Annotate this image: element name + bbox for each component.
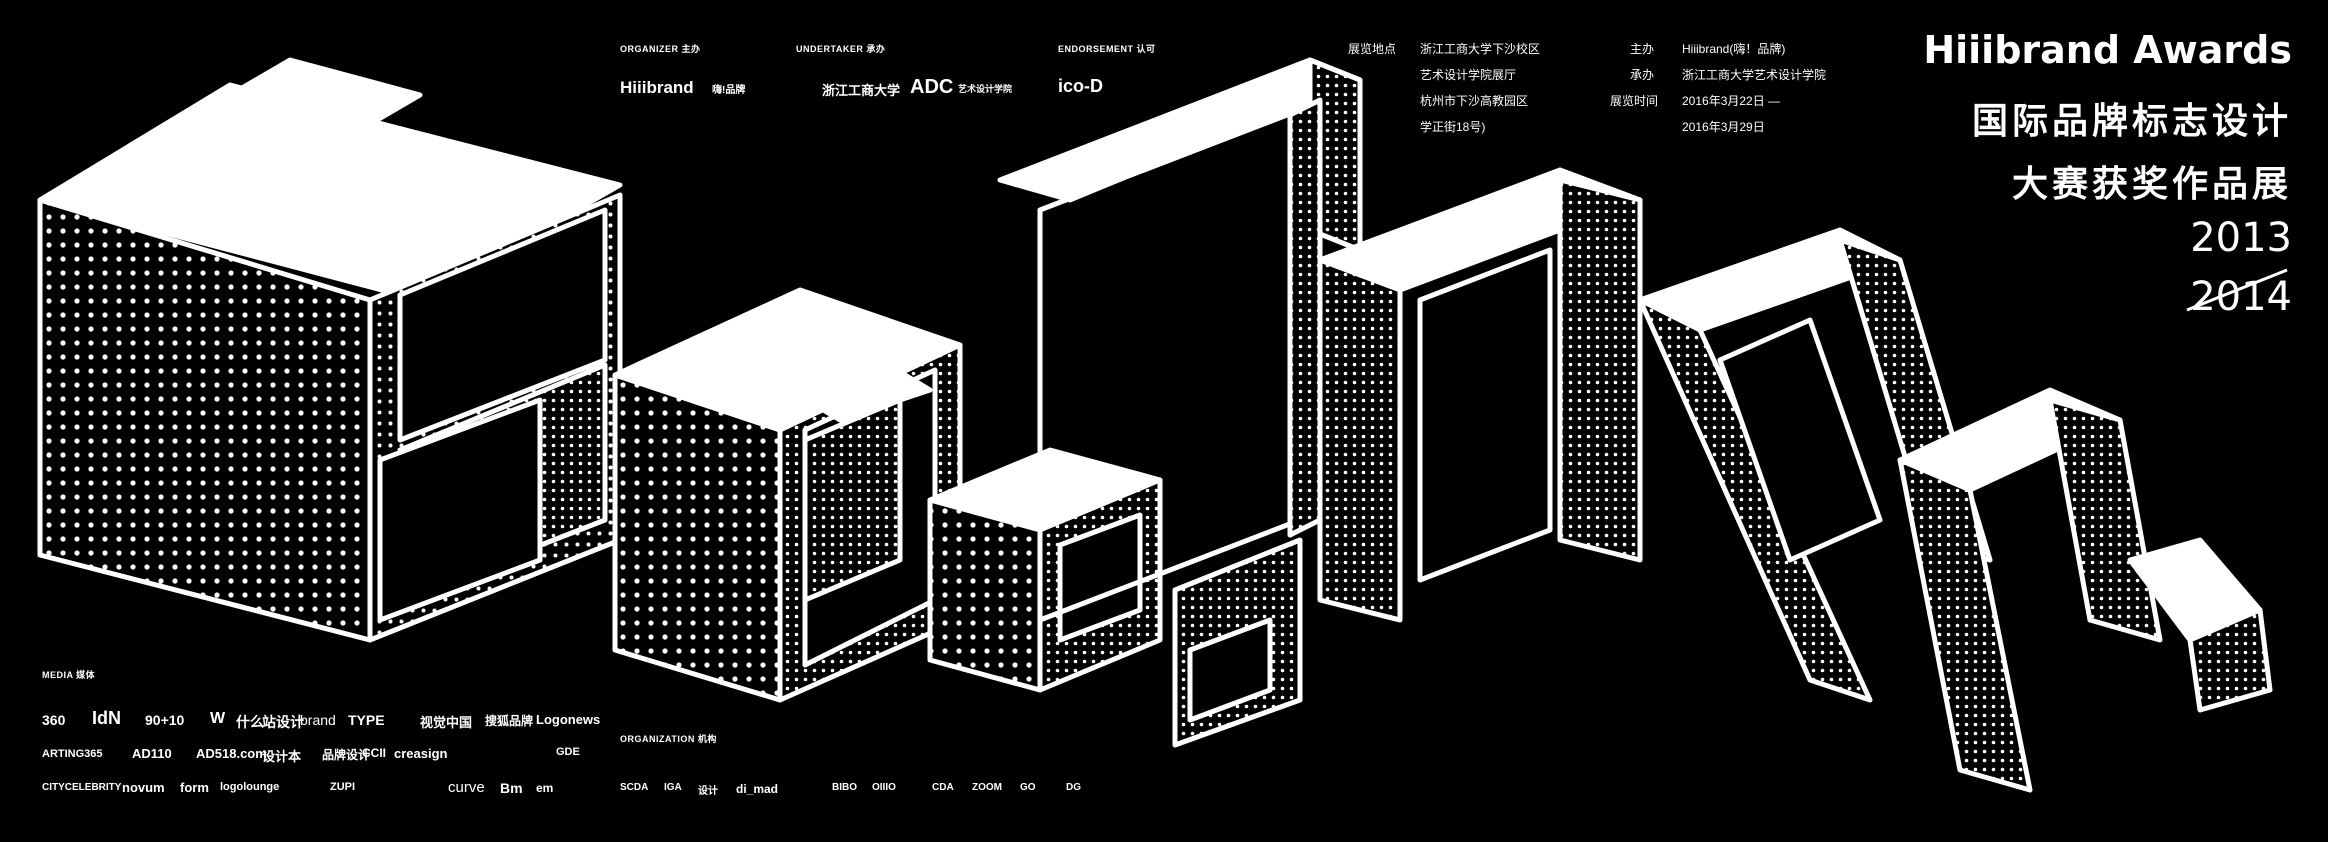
organizer-label: ORGANIZER 主办 [620, 44, 701, 54]
media-logo: ZUPI [330, 781, 356, 793]
organization-logo: 设计 [698, 786, 718, 797]
organizer-logo: Hiiibrand [620, 78, 694, 97]
host-value: Hiiibrand(嗨！品牌) [1682, 42, 1786, 56]
organization-logo: BIBO [832, 782, 857, 793]
title-en: Hiiibrand Awards [1923, 28, 2292, 72]
organization-logo: CDA [932, 782, 954, 793]
venue-label: 展览地点 [1348, 42, 1397, 56]
undertaker-logo-zjgsu: 浙江工商大学 [822, 83, 901, 98]
organization-label: ORGANIZATION 机构 [620, 734, 717, 744]
letter-h [37, 57, 623, 643]
organizer-logo-cn: 嗨!品牌 [712, 85, 746, 96]
organization-logo: SCDA [620, 782, 649, 793]
venue-line-2: 艺术设计学院展厅 [1420, 68, 1517, 82]
organizer-info-label: 承办 [1630, 68, 1655, 82]
venue-line-4: 学正街18号) [1420, 120, 1486, 134]
letter-i-2 [927, 447, 1303, 748]
organization-logo: IGA [664, 782, 682, 793]
media-logo: AD110 [132, 746, 172, 761]
media-logo: W [210, 710, 226, 727]
media-logo: creasign [394, 746, 448, 761]
title-year-2013: 2013 [2190, 215, 2292, 261]
media-logo: 360 [42, 712, 66, 728]
time-line-1: 2016年3月22日 — [1682, 94, 1781, 108]
letter-r [1317, 167, 1643, 623]
title-cn-2: 大赛获奖作品展 [2011, 164, 2292, 205]
media-logo: form [180, 780, 209, 795]
media-logo: em [536, 781, 554, 795]
media-logo: CITYCELEBRITY [42, 782, 122, 793]
endorsement-logo-icod: ico-D [1058, 76, 1103, 96]
organization-logo: DG [1066, 782, 1081, 793]
media-logo: 90+10 [145, 712, 185, 728]
media-logo: curve [448, 779, 485, 796]
media-logo: 视觉中国 [420, 715, 473, 730]
media-logo: TYPE [348, 712, 385, 728]
media-logo: IdN [92, 708, 121, 728]
title-cn-1: 国际品牌标志设计 [1971, 101, 2292, 142]
media-logo: ARTING365 [42, 748, 103, 760]
media-logo: novum [122, 780, 165, 795]
host-label: 主办 [1630, 42, 1655, 56]
media-logo: Bm [500, 780, 523, 796]
time-line-2: 2016年3月29日 [1682, 120, 1765, 134]
title-year-2014: 2014 [2190, 274, 2292, 320]
undertaker-label: UNDERTAKER 承办 [796, 44, 886, 54]
organizer-info-value: 浙江工商大学艺术设计学院 [1682, 68, 1827, 82]
year-slash [2186, 268, 2288, 312]
media-logo: AD518.com [196, 746, 267, 761]
time-label: 展览时间 [1610, 94, 1659, 108]
letter-n [1897, 387, 2163, 793]
media-logo: 设计本 [262, 749, 302, 764]
media-logo: Logonews [536, 712, 601, 727]
venue-line-1: 浙江工商大学下沙校区 [1420, 42, 1541, 56]
media-logo: GDE [556, 746, 580, 758]
letter-i-1 [612, 287, 963, 703]
media-logo: CCII [362, 746, 386, 760]
endorsement-label: ENDORSEMENT 认可 [1058, 44, 1156, 54]
letter-b [997, 57, 1363, 623]
media-logo: logolounge [220, 781, 280, 793]
undertaker-logo-adc: ADC [910, 76, 954, 98]
media-logo: brand [300, 712, 336, 728]
organization-logo: OIIIO [872, 782, 896, 793]
media-logo: 站设计 [262, 714, 304, 730]
media-logo: 品牌设计 [322, 748, 371, 762]
organization-logo: GO [1020, 782, 1036, 793]
venue-line-3: 杭州市下沙高教园区 [1420, 94, 1529, 108]
undertaker-logo-adc-sub: 艺术设计学院 [958, 84, 1013, 94]
media-logo: 搜狐品牌 [485, 714, 534, 728]
organization-logo: di_mad [736, 782, 779, 796]
media-label: MEDIA 媒体 [42, 670, 96, 680]
media-logo: 什么 [236, 714, 264, 730]
letter-d [2127, 537, 2273, 713]
organization-logo: ZOOM [972, 782, 1002, 793]
